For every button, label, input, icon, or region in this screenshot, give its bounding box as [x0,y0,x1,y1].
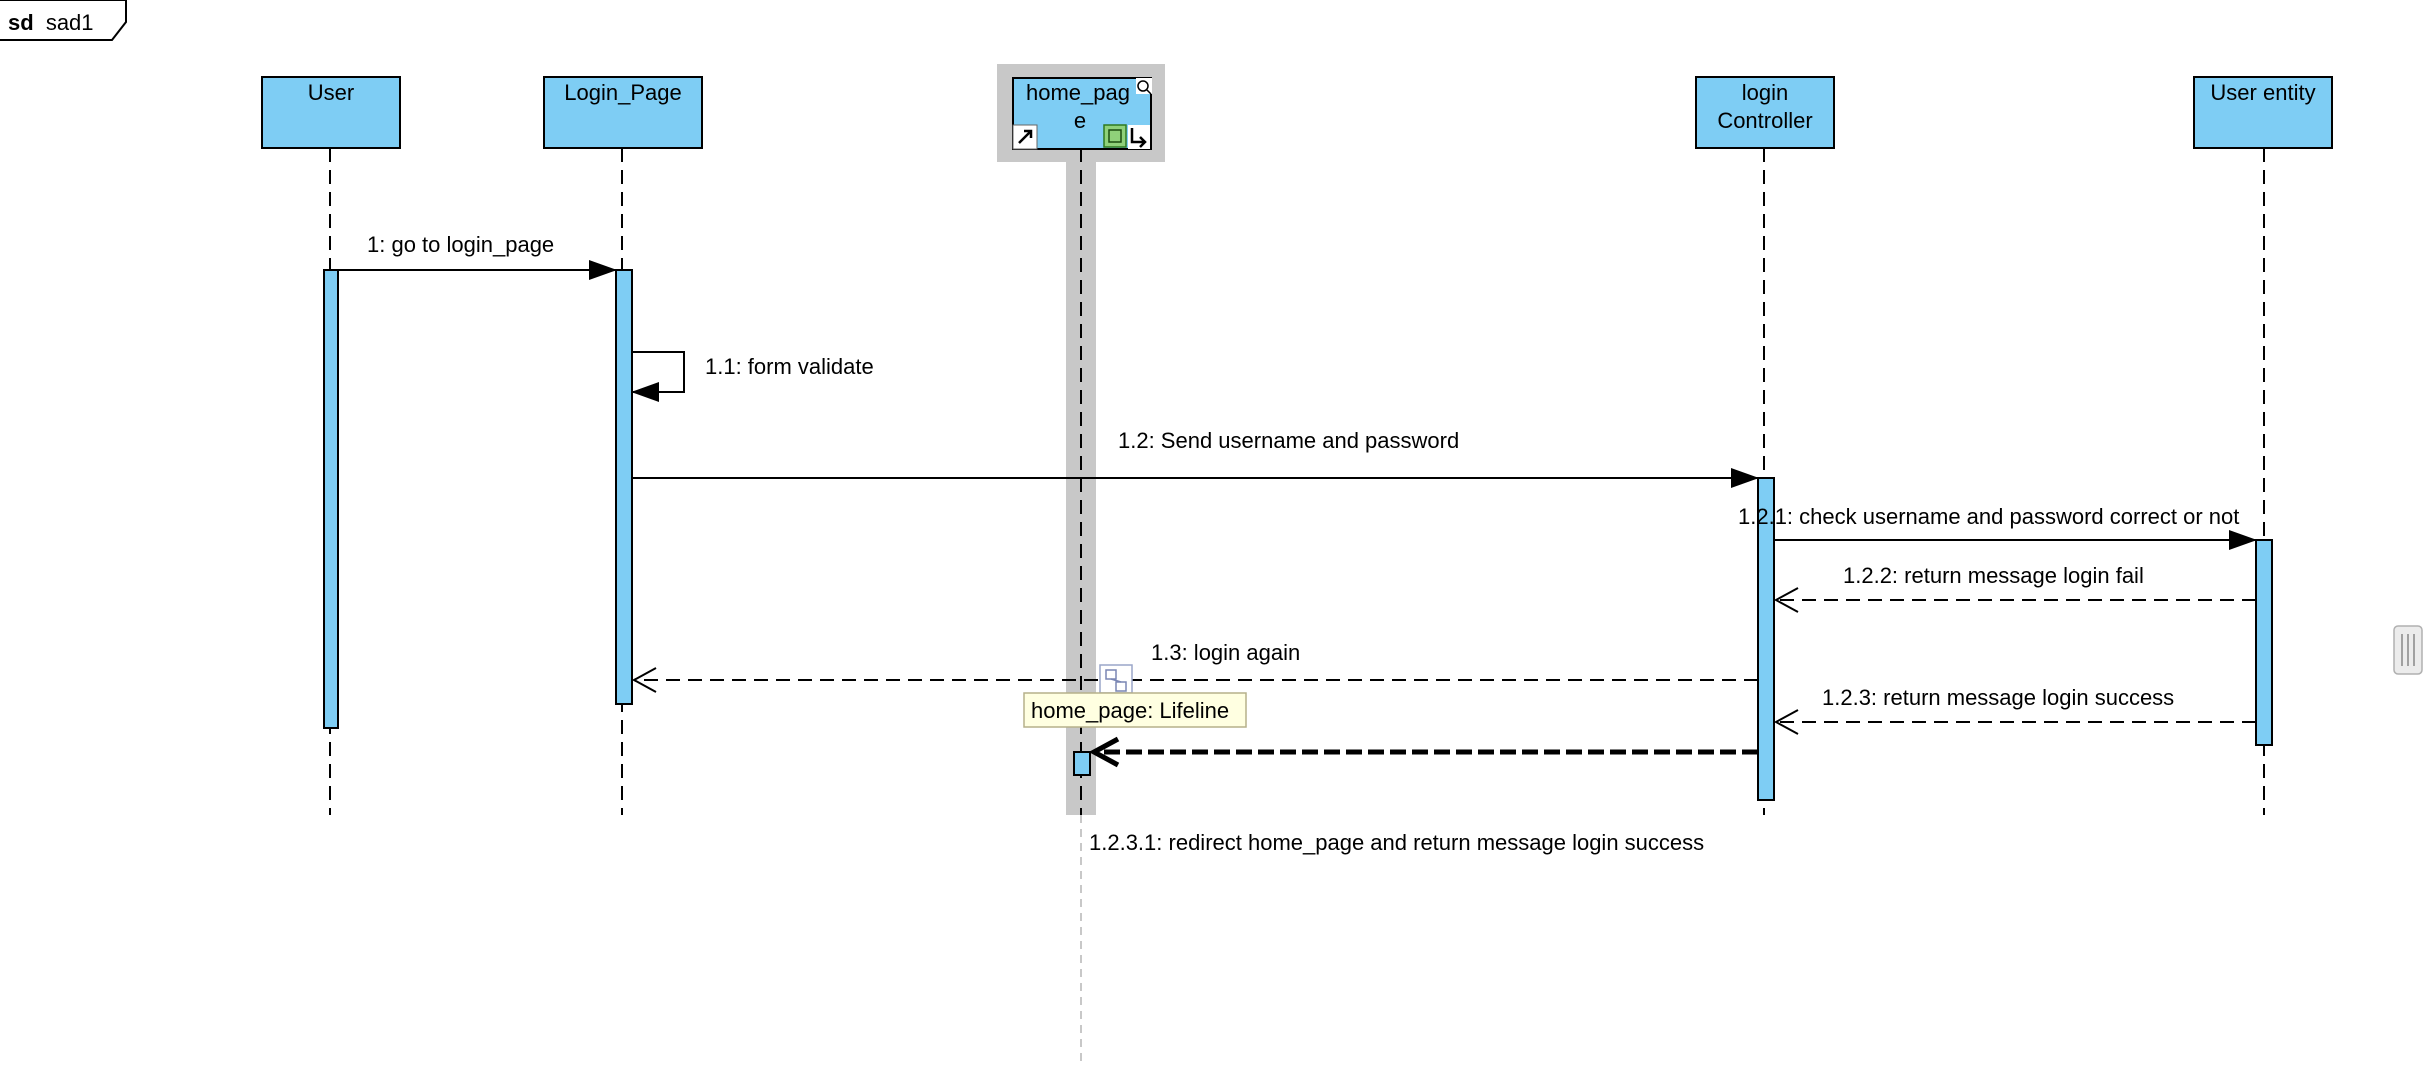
lifeline-home-page[interactable]: home_pag e [1012,77,1152,150]
message-1-2-2-label: 1.2.2: return message login fail [1843,563,2144,588]
link-icon[interactable] [1099,664,1133,694]
message-1-label: 1: go to login_page [367,232,554,257]
lifeline-user-label: User [308,80,354,105]
message-1-2-1-label: 1.2.1: check username and password corre… [1738,504,2239,529]
tooltip-text: home_page: Lifeline [1031,698,1229,723]
message-1-2-3-1[interactable]: 1.2.3.1: redirect home_page and return m… [1088,736,1758,855]
lifeline-login-page[interactable]: Login_Page [543,76,703,149]
activation-user[interactable] [323,269,339,729]
lifeline-user-entity-label: User entity [2210,80,2315,105]
model-element-icon[interactable] [1103,124,1127,148]
connector-icon[interactable] [1128,125,1150,149]
lifeline-tooltip: home_page: Lifeline [1023,692,1247,728]
activation-home-page[interactable] [1073,751,1091,776]
lifeline-login-controller[interactable]: login Controller [1695,76,1835,149]
navigate-arrow-icon[interactable] [1012,124,1038,150]
lifeline-home-page-label-line1: home_pag [1026,80,1130,105]
message-1-1-label: 1.1: form validate [705,354,874,379]
message-1-3[interactable]: 1.3: login again [631,640,1758,693]
activation-user-entity[interactable] [2255,539,2273,746]
scrollbar-grip[interactable] [2393,625,2423,675]
frame-keyword: sd [8,10,34,35]
message-1-1[interactable]: 1.1: form validate [631,351,874,402]
message-1-2-2[interactable]: 1.2.2: return message login fail [1773,563,2256,613]
message-1-2[interactable]: 1.2: Send username and password [632,428,1759,488]
lifeline-user[interactable]: User [261,76,401,149]
message-1-2-1[interactable]: 1.2.1: check username and password corre… [1738,504,2257,550]
message-1-2-3-label: 1.2.3: return message login success [1822,685,2174,710]
lifeline-login-page-label: Login_Page [564,80,681,105]
activation-login-controller[interactable] [1757,477,1775,801]
message-1-2-3[interactable]: 1.2.3: return message login success [1773,685,2256,735]
activation-login-page[interactable] [615,269,633,705]
lifeline-login-controller-label-line1: login [1742,80,1788,105]
frame-name: sad1 [46,10,94,35]
message-1-2-label: 1.2: Send username and password [1118,428,1459,453]
message-1-3-label: 1.3: login again [1151,640,1300,665]
message-1-2-3-1-label: 1.2.3.1: redirect home_page and return m… [1089,830,1704,855]
frame-tab[interactable]: sd sad1 [0,0,127,41]
svg-text:sd sad1: sd sad1 [8,10,94,35]
resize-handle-icon[interactable] [1136,78,1152,95]
lifeline-user-entity[interactable]: User entity [2193,76,2333,149]
activation-bars [323,269,2273,801]
lifeline-home-page-label-line2: e [1074,108,1086,133]
lifeline-login-controller-label-line2: Controller [1717,108,1812,133]
message-1[interactable]: 1: go to login_page [338,232,617,280]
